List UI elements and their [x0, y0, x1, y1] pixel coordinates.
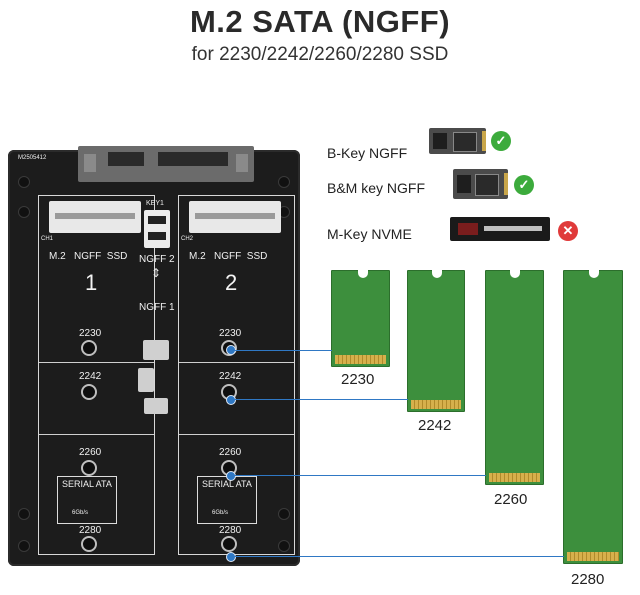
bmkey-ssd-thumbnail [453, 169, 508, 199]
standoff-hole-2242 [81, 384, 97, 400]
divider [39, 362, 154, 363]
ssd-2230 [331, 270, 390, 367]
compat-label-bmkey: B&M key NGFF [327, 180, 426, 196]
mount-dot-2260 [226, 471, 236, 481]
size-label-2242: 2242 [79, 371, 102, 382]
screw-hole [18, 206, 30, 218]
m2-socket [49, 201, 141, 233]
screw-hole [18, 540, 30, 552]
standoff-hole-2280 [81, 536, 97, 552]
screw-hole [278, 508, 290, 520]
screw-hole [278, 540, 290, 552]
serial-ata-logo: SERIAL ATA 6Gb/s [197, 476, 257, 524]
slot-number: 1 [85, 270, 98, 295]
bkey-ssd-thumbnail [429, 128, 486, 154]
slot-number: 2 [225, 270, 238, 295]
switch-label-ngff2: NGFF 2 [139, 254, 175, 265]
switch-label-ngff1: NGFF 1 [139, 302, 175, 313]
divider [39, 434, 154, 435]
size-label-2230: 2230 [219, 328, 242, 339]
divider [179, 362, 294, 363]
jumper-switch [144, 210, 170, 248]
slot-channel-label: CH1 [41, 236, 54, 242]
compat-label-bkey: B-Key NGFF [327, 145, 408, 161]
screw-hole [18, 176, 30, 188]
check-icon: ✓ [514, 175, 534, 195]
chip [138, 368, 154, 392]
switch-arrow: ⇕ [151, 266, 162, 280]
mount-dot-2280 [226, 552, 236, 562]
standoff-hole-2260 [81, 460, 97, 476]
screw-hole [18, 508, 30, 520]
m2-slot-1: CH1 M.2 NGFF SSD 1 2230 2242 2260 SERIAL… [38, 195, 155, 555]
standoff-hole-2230 [81, 340, 97, 356]
ssd-length-2242: 2242 [418, 417, 452, 434]
slot-channel-label: CH2 [181, 236, 194, 242]
ssd-2242 [407, 270, 465, 412]
key-label: KEY1 [146, 200, 164, 207]
page-title: M.2 SATA (NGFF) [189, 4, 451, 39]
board-model-label: M2505412 [18, 155, 47, 161]
ssd-length-2230: 2230 [341, 371, 375, 388]
leader-line-2280 [234, 556, 564, 557]
size-label-2260: 2260 [219, 447, 242, 458]
size-label-2230: 2230 [79, 328, 102, 339]
cross-icon: ✕ [558, 221, 578, 241]
leader-line-2242 [234, 399, 408, 400]
m2-socket [189, 201, 281, 233]
chip [143, 340, 169, 360]
size-label-2242: 2242 [219, 371, 242, 382]
slot-header-label: M.2 NGFF SSD [189, 251, 268, 262]
compat-label-mkey: M-Key NVME [327, 226, 412, 242]
m2-slot-2: CH2 M.2 NGFF SSD 2 2230 2242 2260 SERIAL… [178, 195, 295, 555]
standoff-hole-2280 [221, 536, 237, 552]
screw-hole [278, 176, 290, 188]
serial-ata-logo: SERIAL ATA 6Gb/s [57, 476, 117, 524]
sata-connector [78, 146, 254, 182]
ssd-length-2280: 2280 [571, 571, 605, 588]
ssd-2280 [563, 270, 623, 564]
mount-dot-2242 [226, 395, 236, 405]
mkey-nvme-thumbnail [450, 217, 550, 241]
ssd-length-2260: 2260 [494, 491, 528, 508]
leader-line-2260 [234, 475, 486, 476]
size-label-2280: 2280 [79, 525, 102, 536]
size-label-2260: 2260 [79, 447, 102, 458]
page-subtitle: for 2230/2242/2260/2280 SSD [191, 44, 449, 65]
size-label-2280: 2280 [219, 525, 242, 536]
adapter-board: M2505412 CH1 M.2 NGFF SSD 1 2230 2242 22… [8, 146, 300, 566]
leader-line-2230 [234, 350, 332, 351]
check-icon: ✓ [491, 131, 511, 151]
chip [144, 398, 168, 414]
slot-header-label: M.2 NGFF SSD [49, 251, 128, 262]
ssd-2260 [485, 270, 544, 485]
divider [179, 434, 294, 435]
